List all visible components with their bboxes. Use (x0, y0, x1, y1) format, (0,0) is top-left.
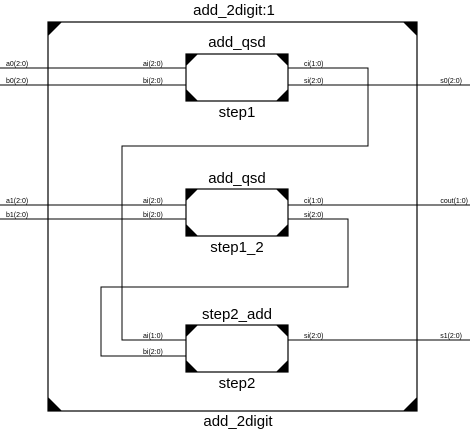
port-step1-si: si(2:0) (304, 78, 323, 85)
block-step1-frame (185, 53, 289, 102)
block-step1: add_qsd step1 ai(2:0) bi(2:0) ci(1:0) si… (143, 34, 323, 121)
wires (0, 67, 470, 357)
port-step1-2-ci: ci(1:0) (304, 198, 323, 205)
port-step2-si: si(2:0) (304, 333, 323, 340)
block-step1-2-type-label: add_qsd (208, 170, 266, 187)
input-pin-b1: b1(2:0) (6, 212, 28, 219)
block-step1-2-instance-label: step1_2 (210, 239, 263, 256)
block-step1-type-label: add_qsd (208, 34, 266, 51)
module-corner-br (403, 397, 417, 411)
wire-step1-ci-to-step2-ai (121, 67, 369, 341)
port-step1-bi: bi(2:0) (143, 78, 163, 85)
module-corner-bl (48, 397, 62, 411)
wire-step1-2-si-to-step2-bi (100, 218, 349, 357)
block-step2-frame (185, 324, 289, 373)
input-pin-a0: a0(2:0) (6, 61, 28, 68)
output-pin-s0: s0(2:0) (440, 78, 462, 85)
port-step2-ai: ai(1:0) (143, 333, 163, 340)
port-step1-ai: ai(2:0) (143, 61, 163, 68)
input-pin-a1: a1(2:0) (6, 198, 28, 205)
module-instance-title: add_2digit:1 (193, 2, 275, 19)
input-pin-b0: b0(2:0) (6, 78, 28, 85)
block-step2-instance-label: step2 (219, 375, 256, 392)
module-type-title: add_2digit (203, 413, 273, 430)
block-step1-instance-label: step1 (219, 104, 256, 121)
module-corner-tl (48, 22, 62, 36)
output-pin-s1: s1(2:0) (440, 333, 462, 340)
port-step1-2-si: si(2:0) (304, 212, 323, 219)
output-pin-cout: cout(1:0) (440, 198, 468, 205)
block-step1-2-frame (185, 188, 289, 237)
block-step2: step2_add step2 ai(1:0) bi(2:0) si(2:0) (143, 306, 323, 392)
module-corner-tr (403, 22, 417, 36)
block-step1-2: add_qsd step1_2 ai(2:0) bi(2:0) ci(1:0) … (143, 170, 323, 256)
port-step1-2-ai: ai(2:0) (143, 198, 163, 205)
port-step1-2-bi: bi(2:0) (143, 212, 163, 219)
port-step2-bi: bi(2:0) (143, 349, 163, 356)
block-step2-type-label: step2_add (202, 306, 272, 323)
port-step1-ci: ci(1:0) (304, 61, 323, 68)
